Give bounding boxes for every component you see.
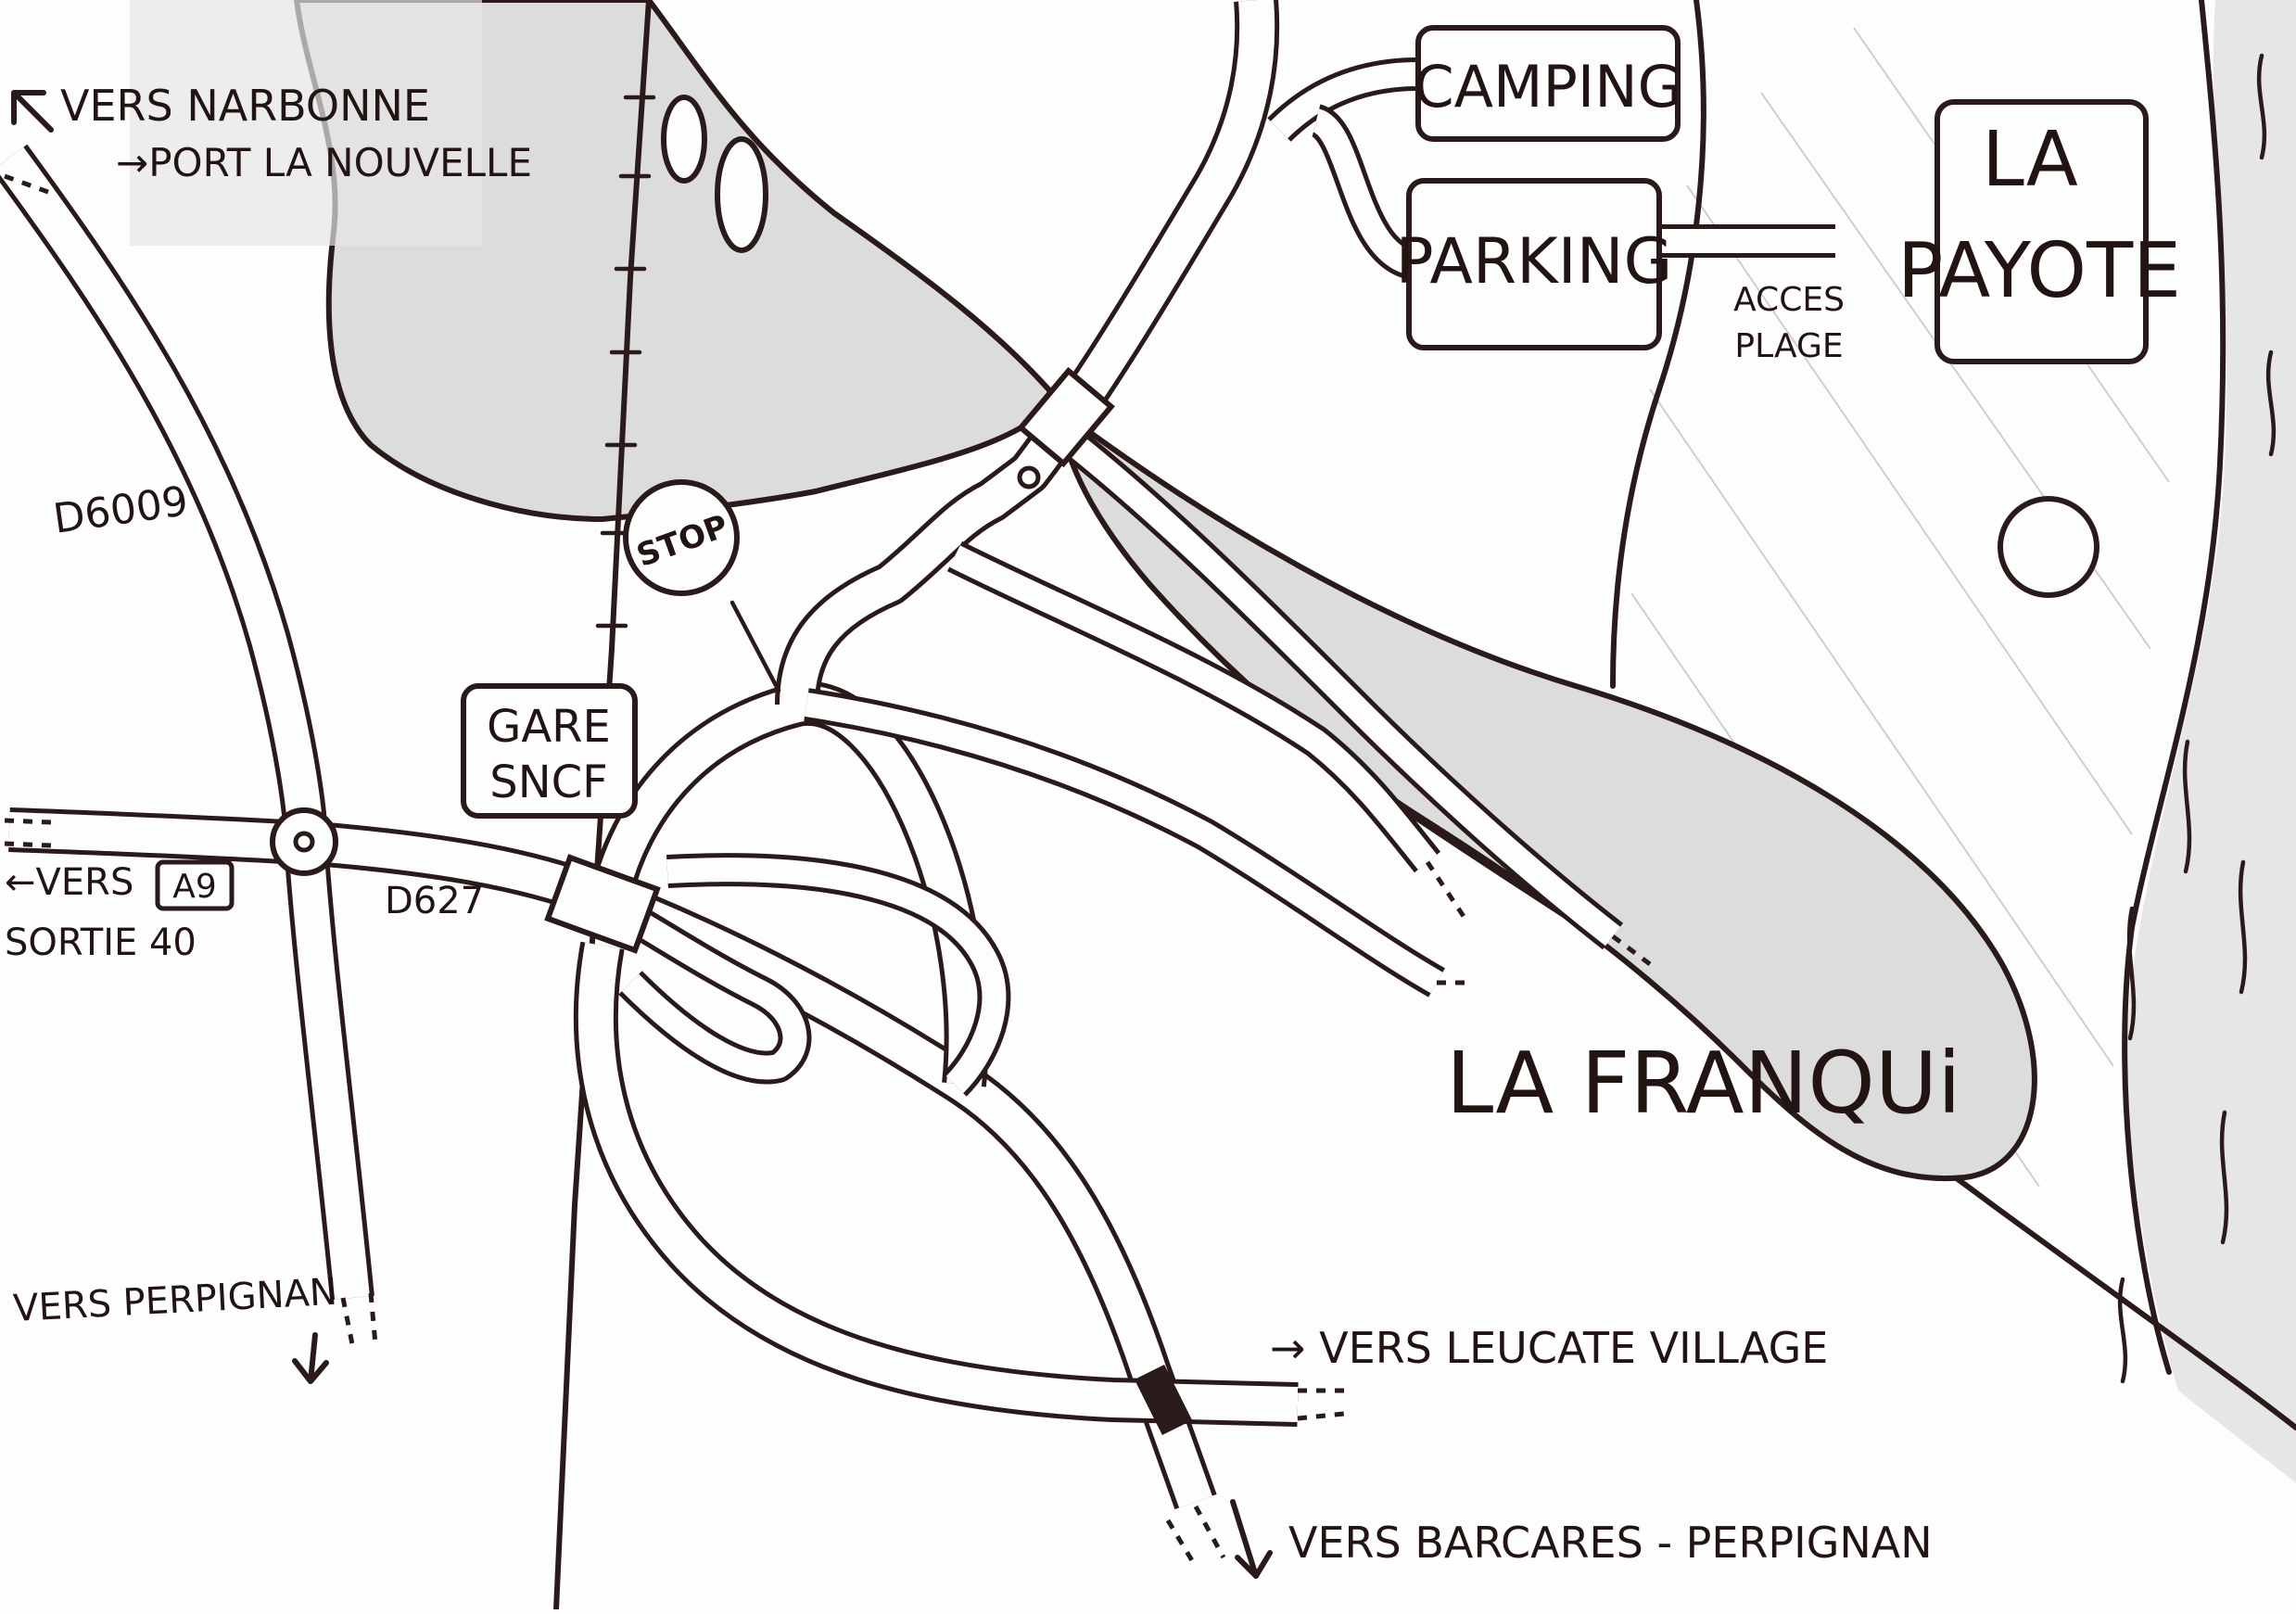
shoreline — [2122, 0, 2226, 1375]
vers-perpignan-label: VERS PERPIGNAN — [12, 1271, 338, 1330]
camping-label: CAMPING — [1414, 53, 1681, 121]
arrow-up-left-icon — [11, 90, 54, 133]
payote-box — [1934, 99, 2149, 364]
plage-label: PLAGE — [1734, 327, 1843, 365]
wave-5 — [2238, 859, 2248, 995]
wave-1 — [2256, 53, 2267, 160]
lagoon-islet-1 — [661, 95, 707, 184]
tape-overlay — [130, 0, 482, 246]
bridge-north — [1017, 366, 1115, 468]
sncf-label: SNCF — [489, 756, 608, 808]
la-franqui-label: LA FRANQUi — [1446, 1034, 1961, 1133]
arrow-down-right-icon — [1230, 1499, 1273, 1579]
road-continuations — [4, 173, 1652, 1569]
railway-ticks — [595, 95, 656, 629]
a9-label: A9 — [172, 868, 217, 906]
vers-leucate-label: → VERS LEUCATE VILLAGE — [1270, 1323, 1828, 1373]
camping-box — [1415, 25, 1681, 142]
arrow-down-icon — [292, 1332, 329, 1384]
la-label: LA — [1982, 116, 2078, 204]
roundabout-center — [293, 831, 315, 853]
vers-barcares-label: VERS BARCARES - PERPIGNAN — [1288, 1518, 1933, 1568]
a9-box — [155, 859, 235, 911]
parking-box — [1406, 178, 1662, 350]
wave-2 — [2265, 349, 2277, 457]
gare-box — [461, 683, 638, 819]
wave-7 — [2117, 1277, 2128, 1384]
payote-label: PAYOTE — [1897, 227, 2181, 315]
sortie-40-label: SORTIE 40 — [5, 921, 197, 964]
vers-a9-label: ←VERS — [5, 861, 133, 904]
buoy-icon — [1998, 496, 2099, 598]
parking-label: PARKING — [1396, 225, 1673, 299]
wave-6 — [2219, 1110, 2229, 1245]
lagoon-north — [293, 0, 1060, 523]
gare-label: GARE — [487, 701, 611, 753]
beach-boundary — [1610, 0, 1706, 689]
d6009-label: D6009 — [50, 477, 191, 543]
roads — [0, 0, 1835, 1510]
stop-sign-icon — [623, 479, 740, 596]
sea-area — [2126, 0, 2296, 1483]
vers-narbonne-label: VERS NARBONNE — [60, 81, 430, 131]
wave-4 — [2126, 906, 2137, 1041]
roundabout-north — [1017, 465, 1041, 489]
bridge-icon — [544, 854, 661, 954]
stop-pointer — [729, 600, 781, 693]
acces-label: ACCES — [1733, 281, 1845, 319]
port-la-nouvelle-label: →PORT LA NOUVELLE — [116, 140, 532, 185]
wave-3 — [2182, 739, 2192, 874]
d627-label: D627 — [385, 880, 484, 922]
lagoon-islet-2 — [715, 136, 768, 253]
